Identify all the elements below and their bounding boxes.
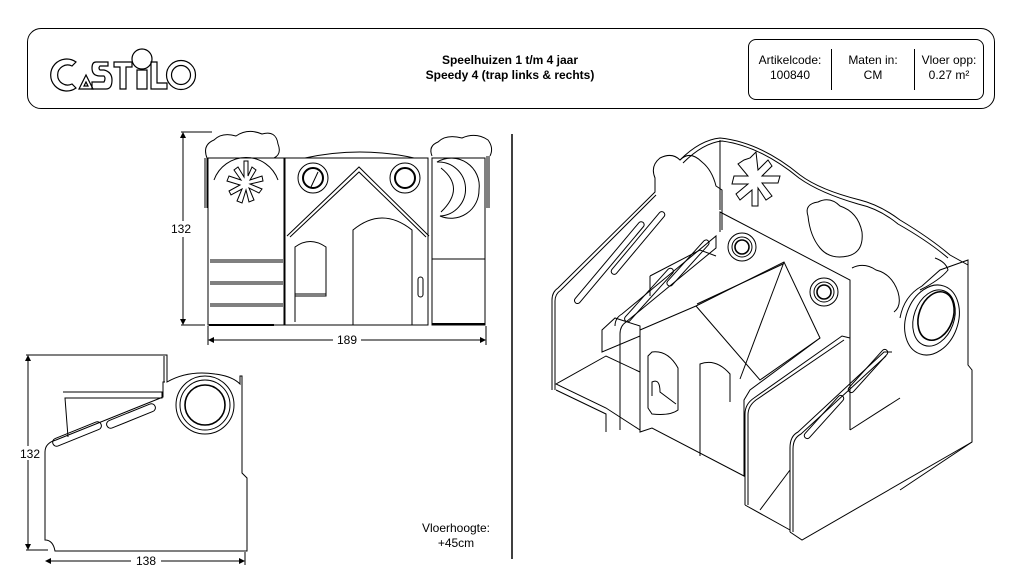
product-name: Speedy 4 (trap links & rechts) (425, 68, 595, 82)
roof-arc (304, 151, 415, 159)
floor-area-cell: Vloer opp: 0.27 m² (915, 40, 983, 99)
iso-slot (847, 348, 889, 394)
iso-slot (666, 239, 710, 287)
side-slot (106, 403, 156, 429)
iso-porthole (727, 232, 757, 262)
article-code-value: 100840 (769, 68, 811, 82)
sun-arc (213, 156, 279, 181)
iso-slot (574, 221, 645, 305)
iso-window (647, 351, 679, 415)
iso-base-edge (789, 441, 973, 541)
side-porthole-outer (175, 375, 235, 435)
iso-cloud (806, 199, 863, 258)
platform-back (63, 391, 163, 438)
info-divider (914, 49, 915, 90)
iso-middle-panel (719, 211, 851, 430)
article-code-label: Artikelcode: (758, 53, 822, 67)
floor-area-value: 0.27 m² (928, 68, 970, 82)
moon-icon (436, 157, 480, 219)
gable-roof (286, 166, 430, 237)
iso-slot (624, 267, 674, 323)
front-height-label: 132 (171, 222, 191, 236)
iso-front-right-slide (744, 335, 851, 505)
side-height-label-bg (14, 446, 42, 460)
front-view (180, 130, 493, 345)
side-panel (44, 354, 248, 552)
window (294, 241, 327, 322)
porthole-left (297, 162, 329, 194)
units-value: CM (863, 68, 883, 82)
sun-icon (226, 160, 264, 204)
side-slot (52, 421, 102, 447)
front-height-label-bg (165, 221, 193, 237)
front-width-label: 189 (337, 333, 357, 347)
center-house (284, 157, 429, 326)
iso-front-panel (639, 330, 821, 477)
title-block: Speelhuizen 1 t/m 4 jaar Speedy 4 (trap … (380, 53, 640, 83)
floor-height-note: Vloerhoogte: +45cm (406, 521, 506, 551)
floor-height-value: +45cm (437, 536, 475, 550)
iso-stair-platform (554, 355, 641, 431)
cloud-left (205, 130, 280, 159)
door (352, 217, 413, 325)
side-view (25, 354, 248, 565)
iso-left-back-panel (551, 154, 723, 390)
porthole-right-inner (394, 167, 416, 189)
iso-top-rim (679, 137, 969, 266)
side-porthole-inner (184, 384, 226, 426)
floor-area-label: Vloer opp: (921, 53, 977, 67)
article-code-cell: Artikelcode: 100840 (749, 40, 831, 99)
iso-cloud (851, 264, 900, 313)
porthole-left-inner (302, 167, 324, 189)
info-divider (831, 49, 832, 90)
left-tower (207, 157, 285, 326)
iso-right-tower (899, 259, 973, 491)
iso-slot (610, 211, 666, 275)
front-width-label-bg (333, 333, 361, 347)
side-width-label: 138 (136, 554, 156, 568)
product-category: Speelhuizen 1 t/m 4 jaar (441, 53, 579, 67)
units-cell: Maten in: CM (832, 40, 914, 99)
iso-roof (639, 261, 821, 381)
right-tower (431, 157, 486, 326)
header-frame (27, 28, 995, 109)
cloud-right (430, 134, 493, 157)
side-height-label: 132 (20, 447, 40, 461)
info-box: Artikelcode: 100840 Maten in: CM Vloer o… (748, 39, 984, 100)
iso-big-porthole (904, 284, 960, 356)
iso-front-right-slide (789, 351, 892, 532)
door-handle (417, 276, 424, 298)
logo-outline (50, 48, 197, 92)
floor-height-label: Vloerhoogte: (421, 521, 491, 535)
iso-sun-icon (731, 150, 781, 207)
porthole-right (389, 162, 421, 194)
iso-slot (803, 394, 845, 440)
side-width-label-bg (131, 554, 161, 568)
units-label: Maten in: (848, 53, 898, 67)
isometric-view (551, 137, 973, 541)
iso-porthole (809, 277, 839, 307)
